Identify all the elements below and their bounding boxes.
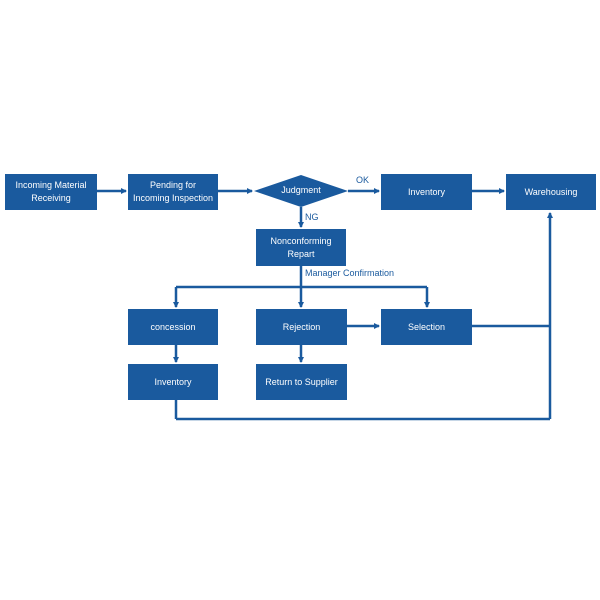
node-inventory-top-label: Inventory <box>407 186 446 197</box>
node-pending-for-incoming-inspection: Pending for Incoming Inspection <box>128 174 218 210</box>
node-pending-line1: Pending for <box>149 180 197 190</box>
node-warehousing-label: Warehousing <box>524 186 578 197</box>
node-incoming-material-receiving: Incoming Material Receiving <box>5 174 97 210</box>
node-judgment-label: Judgment <box>281 185 321 195</box>
node-concession: concession <box>128 309 218 345</box>
node-nonconforming-line1: Nonconforming <box>270 235 332 246</box>
node-pending-line2: Incoming Inspection <box>132 193 214 203</box>
node-incoming-material-receiving-line2: Receiving <box>31 193 71 203</box>
node-inventory-top: Inventory <box>381 174 472 210</box>
node-concession-label: concession <box>150 321 196 332</box>
edge-label-ok: OK <box>356 175 370 185</box>
node-selection: Selection <box>381 309 472 345</box>
node-warehousing: Warehousing <box>506 174 596 210</box>
node-nonconforming-repart: Nonconforming Repart <box>256 229 346 266</box>
node-inventory-bottom: Inventory <box>128 364 218 400</box>
node-return-to-supplier: Return to Supplier <box>256 364 347 400</box>
node-nonconforming-line2: Repart <box>287 248 315 259</box>
edge-label-manager-confirmation: Manager Confirmation <box>305 268 395 278</box>
node-inventory-bottom-label: Inventory <box>154 376 192 387</box>
node-rejection: Rejection <box>256 309 347 345</box>
node-rejection-label: Rejection <box>282 321 321 332</box>
node-incoming-material-receiving-line1: Incoming Material <box>15 180 87 190</box>
edge-label-ng: NG <box>305 212 319 222</box>
node-return-to-supplier-label: Return to Supplier <box>265 376 338 387</box>
node-selection-label: Selection <box>407 321 446 332</box>
